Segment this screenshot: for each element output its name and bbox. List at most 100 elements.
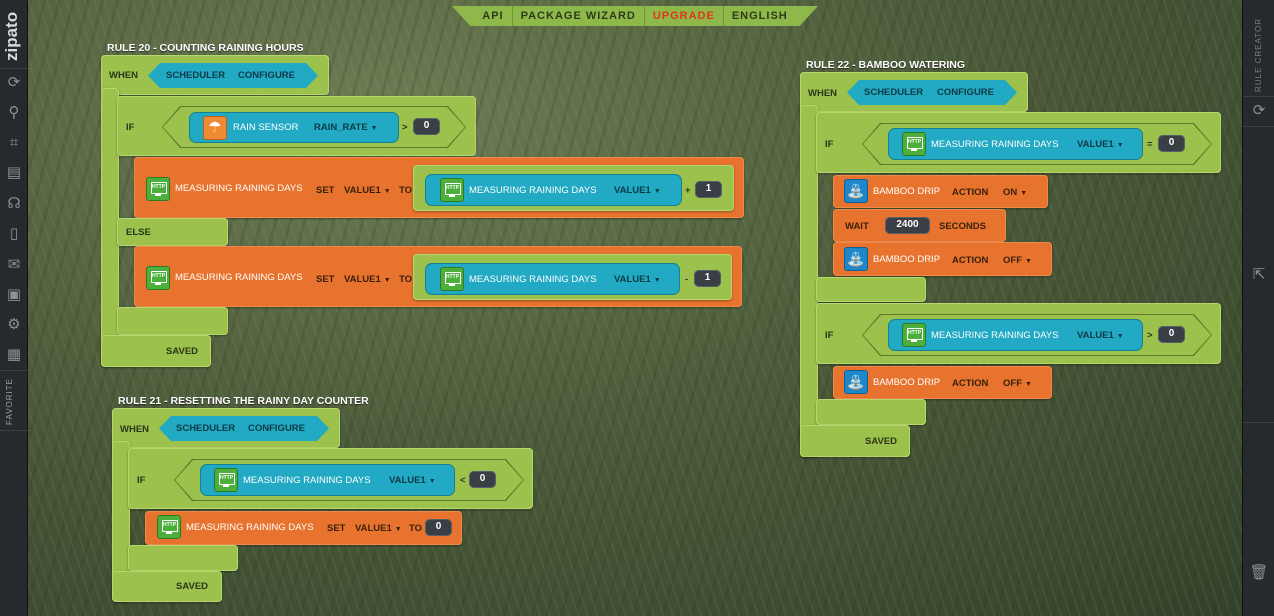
menu-english[interactable]: ENGLISH	[722, 6, 796, 26]
rule21-footer	[112, 571, 222, 602]
tablet-icon[interactable]: ▯	[9, 225, 19, 242]
inbox-icon[interactable]: ✉	[7, 256, 21, 273]
rule20-var-ref-block-2[interactable]	[426, 264, 679, 294]
rule21-value1-dropdown[interactable]: VALUE1▼	[389, 475, 436, 486]
rule20-value-input[interactable]: 0	[413, 118, 440, 135]
rule20-var-ref-value1-dropdown[interactable]: VALUE1▼	[614, 185, 661, 196]
rule22-value-input2[interactable]: 0	[1158, 326, 1185, 343]
rule20-title: RULE 20 - COUNTING RAINING HOURS	[107, 42, 304, 54]
rule20-configure-button[interactable]: CONFIGURE	[238, 70, 295, 81]
rule21-operator[interactable]: <	[460, 475, 466, 486]
rule21-scheduler-block[interactable]	[159, 416, 329, 441]
rule22-configure-button[interactable]: CONFIGURE	[937, 87, 994, 98]
search-icon[interactable]: ⚲	[8, 104, 20, 121]
rule20-operator[interactable]: >	[402, 122, 408, 133]
watering-can-icon: ⛲	[844, 247, 868, 271]
rule20-var-ref-block[interactable]	[426, 175, 681, 205]
rule22-value1-dropdown2[interactable]: VALUE1▼	[1077, 330, 1124, 341]
menu-package-wizard[interactable]: PACKAGE WIZARD	[511, 6, 644, 26]
scene-icon[interactable]: ☊	[7, 195, 21, 212]
rule21-saved-status: SAVED	[176, 581, 209, 592]
rule22-wait-label: WAIT	[845, 221, 869, 232]
rule22-var-ref-block2[interactable]	[889, 320, 1142, 350]
rule20-plus-operator[interactable]: +	[685, 185, 691, 196]
rule-creator-label: RULE CREATOR	[1254, 18, 1263, 92]
box-icon[interactable]: ▣	[6, 286, 22, 303]
rule22-value-input1[interactable]: 0	[1158, 135, 1185, 152]
rule20-minus-one-input[interactable]: 1	[694, 270, 721, 287]
rule20-sensor-attr-dropdown[interactable]: RAIN_RATE▼	[314, 122, 378, 133]
top-menu: API PACKAGE WIZARD UPGRADE ENGLISH	[452, 6, 818, 26]
rule20-plus-one-input[interactable]: 1	[695, 181, 722, 198]
rule21-set-block[interactable]	[145, 511, 462, 545]
rule22-operator-eq[interactable]: =	[1147, 139, 1153, 150]
rule21-configure-button[interactable]: CONFIGURE	[248, 423, 305, 434]
rule22-action-label3: ACTION	[952, 378, 989, 389]
rule20-minus-operator[interactable]: -	[685, 274, 689, 285]
rule20-if-label: IF	[126, 122, 135, 133]
rule22-footer	[800, 425, 910, 457]
rule20-saved-status: SAVED	[166, 346, 199, 357]
rule22-wait-value-input[interactable]: 2400	[885, 217, 930, 234]
rule22-drip-off-block1[interactable]	[833, 242, 1052, 276]
rule22-spine	[800, 105, 818, 457]
rule22-off-dropdown2[interactable]: OFF▼	[1003, 378, 1032, 389]
rule22-drip-on-block[interactable]	[833, 175, 1048, 208]
rule20-var-ref-name-2: MEASURING RAINING DAYS	[469, 274, 597, 285]
rule22-drip-off-block2[interactable]	[833, 366, 1052, 399]
rule20-footer	[101, 335, 211, 367]
rule22-if2-end	[816, 399, 926, 425]
film-icon[interactable]: ▤	[6, 164, 22, 181]
favorite-label[interactable]: FAVORITE	[5, 378, 14, 425]
rule22-on-dropdown[interactable]: ON▼	[1003, 187, 1028, 198]
rule21-set-value-input[interactable]: 0	[425, 519, 452, 536]
rule22-off-dropdown1[interactable]: OFF▼	[1003, 255, 1032, 266]
zipato-logo: zipato	[2, 11, 21, 61]
http-monitor-icon: HTTP	[146, 177, 170, 201]
rule20-var-ref-value1-dropdown-2[interactable]: VALUE1▼	[614, 274, 661, 285]
rule22-var-ref-name1: MEASURING RAINING DAYS	[931, 139, 1059, 150]
refresh-icon[interactable]: ⟳	[7, 74, 21, 91]
menu-api[interactable]: API	[482, 10, 504, 22]
rule20-value1-dropdown-2[interactable]: VALUE1▼	[344, 274, 391, 285]
rule22-var-ref-block1[interactable]	[889, 129, 1142, 159]
rule21-var-ref-block[interactable]	[201, 465, 454, 495]
crop-icon[interactable]: ⌗	[9, 134, 19, 151]
gear-icon[interactable]: ⚙	[7, 316, 21, 333]
trash-icon[interactable]: 🗑	[1249, 564, 1269, 581]
divider	[0, 430, 28, 431]
http-monitor-icon: HTTP	[157, 515, 181, 539]
divider	[1243, 96, 1274, 97]
clipboard-icon[interactable]: ▦	[6, 346, 22, 363]
watering-can-icon: ⛲	[844, 370, 868, 394]
rule21-scheduler-label: SCHEDULER	[176, 423, 236, 434]
rule21-var-ref-name: MEASURING RAINING DAYS	[243, 475, 371, 486]
rule20-scheduler-block[interactable]	[148, 63, 318, 88]
menu-upgrade[interactable]: UPGRADE	[643, 6, 723, 26]
rule22-device-name1: BAMBOO DRIP	[873, 186, 941, 197]
divider	[1243, 422, 1274, 423]
rule21-when-label: WHEN	[120, 424, 150, 435]
rule21-set-value1-dropdown[interactable]: VALUE1▼	[355, 523, 402, 534]
rule20-scheduler-label: SCHEDULER	[166, 70, 226, 81]
divider	[0, 370, 28, 371]
http-monitor-icon: HTTP	[440, 267, 464, 291]
rule20-var-ref-name: MEASURING RAINING DAYS	[469, 185, 597, 196]
rule22-action-label2: ACTION	[952, 255, 989, 266]
external-link-icon[interactable]: ⇱	[1252, 266, 1266, 283]
rule20-else-label: ELSE	[126, 227, 151, 238]
right-sidebar: RULE CREATOR ⟳ ⇱ 🗑	[1242, 0, 1274, 616]
rule22-title: RULE 22 - BAMBOO WATERING	[806, 59, 966, 71]
http-monitor-icon: HTTP	[902, 323, 926, 347]
rule22-device-name3: BAMBOO DRIP	[873, 377, 941, 388]
rule22-scheduler-block[interactable]	[847, 80, 1017, 105]
rule22-value1-dropdown1[interactable]: VALUE1▼	[1077, 139, 1124, 150]
rule21-value-input[interactable]: 0	[469, 471, 496, 488]
http-monitor-icon: HTTP	[440, 178, 464, 202]
refresh-icon[interactable]: ⟳	[1252, 102, 1266, 119]
umbrella-icon: ☂	[203, 116, 227, 140]
rule20-value1-dropdown[interactable]: VALUE1▼	[344, 185, 391, 196]
rule22-operator-gt[interactable]: >	[1147, 330, 1153, 341]
rule21-title: RULE 21 - RESETTING THE RAINY DAY COUNTE…	[118, 395, 369, 407]
rule22-action-label1: ACTION	[952, 187, 989, 198]
